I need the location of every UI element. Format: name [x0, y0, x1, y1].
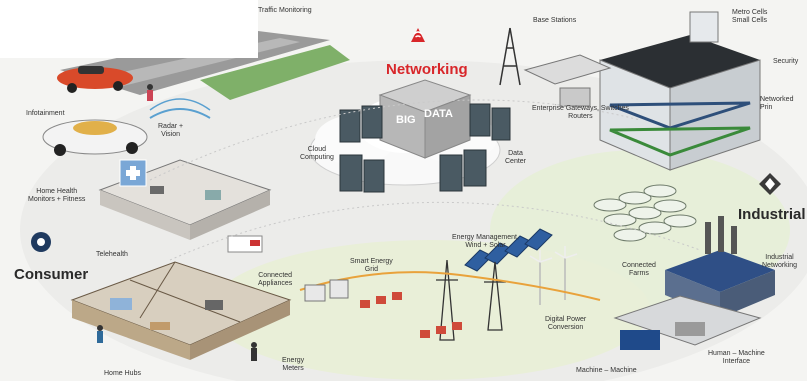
label-infotainment: Infotainment — [26, 110, 65, 117]
label-traffic-monitoring: Traffic Monitoring — [258, 7, 312, 14]
roadside-grass — [200, 45, 350, 100]
label-digital-power: Digital Power Conversion — [545, 316, 587, 331]
power-pylon — [436, 259, 506, 341]
consumer-logo-icon — [30, 231, 52, 253]
label-networked-print: Networked Prin — [760, 96, 794, 111]
home-health-building — [98, 159, 272, 240]
big-data-cube — [378, 79, 472, 159]
industrial-title: Industrial — [738, 206, 806, 223]
label-connected-farms: Connected Farms — [622, 262, 656, 277]
person-figure — [147, 84, 153, 101]
label-human-machine: Human – Machine Interface — [708, 350, 765, 365]
label-machine-machine: Machine – Machine — [576, 367, 637, 374]
houses-grid — [360, 292, 462, 338]
label-data-center: Data Center — [505, 150, 527, 165]
server-rack-group — [339, 103, 511, 193]
greenhouse-rows — [593, 184, 697, 242]
label-energy-meters: Energy Meters — [282, 357, 305, 372]
networking-title: Networking — [386, 61, 468, 78]
red-convertible-car — [57, 66, 133, 93]
label-base-stations: Base Stations — [533, 17, 577, 24]
connection-arc — [149, 99, 641, 181]
cropped-white-overlay — [0, 0, 258, 58]
connection-arc — [169, 201, 701, 261]
label-home-health: Home Health Monitors + Fitness — [28, 188, 86, 203]
ambulance — [227, 235, 263, 253]
label-cloud-computing: Cloud Computing — [300, 146, 334, 161]
label-telehealth: Telehealth — [96, 251, 128, 258]
person-figure — [251, 342, 257, 361]
power-line — [299, 271, 601, 301]
data-label: DATA — [424, 108, 453, 120]
label-metro-cells: Metro Cells Small Cells — [732, 9, 768, 24]
label-enterprise-gateways: Enterprise Gateways, Switches Routers — [532, 105, 629, 120]
label-industrial-networking: Industrial Networking — [762, 254, 798, 269]
label-security: Security — [773, 58, 799, 65]
person-figure — [97, 325, 103, 343]
solar-panel-array — [464, 228, 553, 272]
label-radar-vision: Radar + Vision — [158, 123, 184, 138]
factory-floor — [613, 295, 762, 350]
diamond-logo-icon — [758, 172, 782, 196]
label-energy-management: Energy Management, Wind + Solar — [452, 234, 519, 249]
radar-waves — [149, 108, 211, 119]
cell-tower — [499, 27, 521, 86]
office-building — [599, 11, 761, 171]
enterprise-desk — [523, 54, 612, 107]
connected-appliances-units — [304, 279, 349, 302]
label-connected-appliances: Connected Appliances — [258, 272, 293, 287]
home-hubs-building — [70, 261, 292, 360]
white-sports-car — [42, 119, 148, 156]
consumer-title: Consumer — [14, 266, 89, 283]
big-label: BIG — [396, 114, 416, 126]
wifi-signal-icon — [405, 24, 431, 50]
label-home-hubs: Home Hubs — [104, 370, 141, 377]
label-smart-energy-grid: Smart Energy Grid — [350, 258, 393, 273]
